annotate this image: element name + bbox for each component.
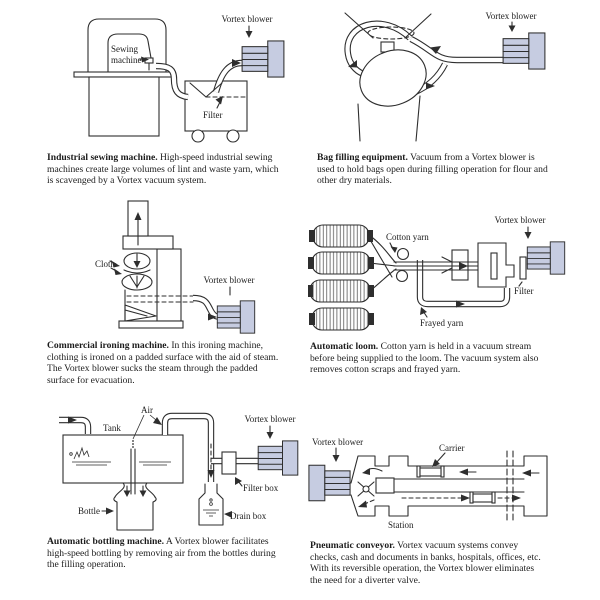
label-bottle: Bottle (78, 506, 100, 516)
label-tank: Tank (103, 423, 121, 433)
caption-title: Pneumatic conveyor. (310, 540, 395, 551)
ironing-machine-diagram: Cloth Vortex blower (95, 200, 256, 334)
drain-box-drawing (198, 483, 224, 526)
label-vortex-blower: Vortex blower (485, 11, 536, 21)
caption: Bag filling equipment. Vacuum from a Vor… (317, 152, 553, 187)
caption: Industrial sewing machine. High-speed in… (47, 152, 283, 187)
caption-body: Cotton yarn is held in a vacuum stream b… (310, 341, 539, 376)
panel-bag-filling-equipment: Vortex blower Bag filling equipment. Vac… (315, 4, 565, 187)
caption-body: Vortex vacuum systems convey checks, cas… (310, 540, 541, 587)
caption-title: Bag filling equipment. (317, 152, 408, 163)
caption-title: Industrial sewing machine. (47, 152, 158, 163)
label-frayed-yarn: Frayed yarn (420, 318, 464, 328)
label-cotton-yarn: Cotton yarn (386, 232, 429, 242)
panel-pneumatic-conveyor: Vortex blower Carrier Station Pneumatic … (308, 425, 580, 587)
panel-automatic-bottling-machine: Air Tank Bottle Filter box Drain box Vor… (45, 398, 310, 571)
label-filter: Filter (203, 110, 223, 120)
piping-drawing (59, 412, 265, 482)
caption: Commercial ironing machine. In this iron… (47, 340, 283, 387)
conveyor-housing-drawing (350, 450, 548, 521)
panel-industrial-sewing-machine: Vortex blower Sewing machine Filter Indu… (45, 4, 295, 187)
caption-body: High-speed industrial sewing machines cr… (47, 152, 279, 187)
bag-drawing (344, 12, 503, 142)
automatic-loom-diagram: Cotton yarn Vortex blower Filter Frayed … (308, 215, 566, 331)
caption-body: A Vortex blower facilitates high-speed b… (47, 536, 276, 571)
label-vortex-blower: Vortex blower (221, 14, 272, 24)
vortex-blower-icon (502, 32, 546, 70)
suction-pipe-drawing (192, 294, 222, 321)
label-vortex-blower: Vortex blower (203, 275, 254, 285)
label-carrier: Carrier (439, 443, 464, 453)
label-vortex-blower: Vortex blower (312, 437, 363, 447)
vortex-blower-icon (216, 300, 256, 334)
carriers-drawing (401, 465, 540, 504)
caption-title: Automatic bottling machine. (47, 536, 164, 547)
caption: Pneumatic conveyor. Vortex vacuum system… (310, 540, 546, 587)
caption-title: Commercial ironing machine. (47, 340, 169, 351)
tank-drawing (62, 434, 184, 495)
panel-commercial-ironing-machine: Cloth Vortex blower Commercial ironing m… (45, 197, 295, 387)
yarn-bobbins-drawing (308, 224, 410, 331)
caption-body: Vacuum from a Vortex blower is used to h… (317, 152, 548, 187)
vortex-blower-icon (526, 241, 566, 275)
label-air: Air (141, 405, 153, 415)
vacuum-duct-drawing (393, 242, 527, 308)
label-cloth: Cloth (95, 259, 116, 269)
label-sewing-machine-line1: Sewing (111, 44, 139, 54)
pneumatic-conveyor-diagram: Vortex blower Carrier Station (308, 437, 548, 530)
caption: Automatic loom. Cotton yarn is held in a… (310, 341, 546, 376)
caption-body: In this ironing machine, clothing is iro… (47, 340, 279, 387)
caption-title: Automatic loom. (310, 341, 379, 352)
label-sewing-machine-line2: machine (111, 55, 142, 65)
label-vortex-blower: Vortex blower (494, 215, 545, 225)
caption: Automatic bottling machine. A Vortex blo… (47, 536, 283, 571)
label-filter-box: Filter box (243, 483, 279, 493)
label-vortex-blower: Vortex blower (244, 414, 295, 424)
vortex-blower-icon (241, 40, 285, 78)
bag-filling-diagram: Vortex blower (344, 11, 546, 142)
vortex-blower-icon (257, 440, 299, 476)
label-drain-box: Drain box (230, 511, 267, 521)
panel-automatic-loom: Cotton yarn Vortex blower Filter Frayed … (308, 205, 575, 376)
label-station: Station (388, 520, 414, 530)
sewing-machine-drawing (73, 18, 175, 137)
bottling-machine-diagram: Air Tank Bottle Filter box Drain box Vor… (59, 405, 299, 531)
bottle-drawing (113, 482, 157, 531)
collection-cart-drawing (155, 59, 248, 143)
vortex-blower-icon (308, 464, 351, 502)
press-frame-drawing (118, 200, 196, 329)
industrial-sewing-machine-diagram: Vortex blower Sewing machine Filter (73, 14, 285, 143)
label-filter: Filter (514, 286, 534, 296)
